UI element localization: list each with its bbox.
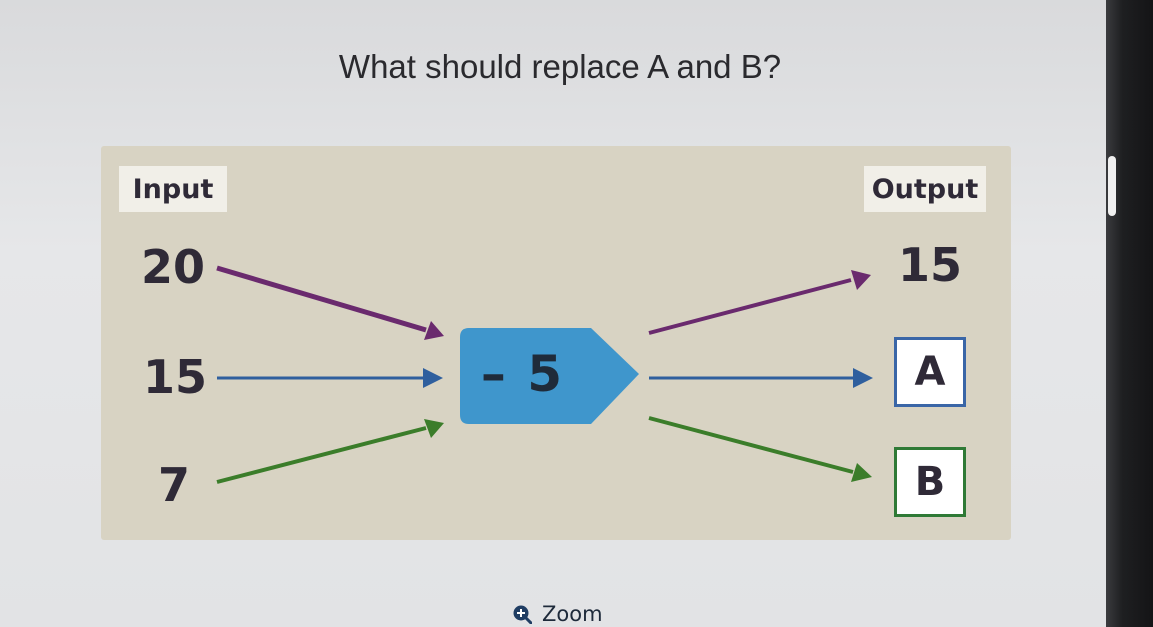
device-bezel (1106, 0, 1153, 627)
output-arrow-15 (648, 270, 871, 335)
input-arrow-20 (216, 265, 444, 340)
input-arrow-7 (216, 419, 444, 484)
operator-label: – 5 (480, 345, 565, 403)
answer-box-a: A (894, 337, 966, 407)
question-text: What should replace A and B? (338, 48, 782, 85)
operator-shape (460, 328, 639, 424)
scrollbar-thumb[interactable] (1108, 156, 1116, 216)
input-arrow-15 (217, 368, 443, 388)
zoom-in-icon (513, 605, 532, 624)
answer-box-b: B (894, 447, 966, 517)
zoom-button[interactable]: Zoom (512, 600, 603, 627)
input-value-7: 7 (158, 458, 191, 512)
output-arrow-B (648, 416, 872, 482)
input-value-15: 15 (143, 350, 208, 404)
output-value-15: 15 (898, 238, 963, 292)
zoom-label: Zoom (542, 602, 603, 626)
output-arrow-A (649, 368, 873, 388)
input-value-20: 20 (141, 240, 206, 294)
output-header: Output (864, 166, 986, 212)
input-header: Input (119, 166, 227, 212)
arrows-layer (216, 265, 873, 484)
function-machine-diagram: Input Output 20 15 7 – 5 15 A B (101, 146, 1011, 540)
